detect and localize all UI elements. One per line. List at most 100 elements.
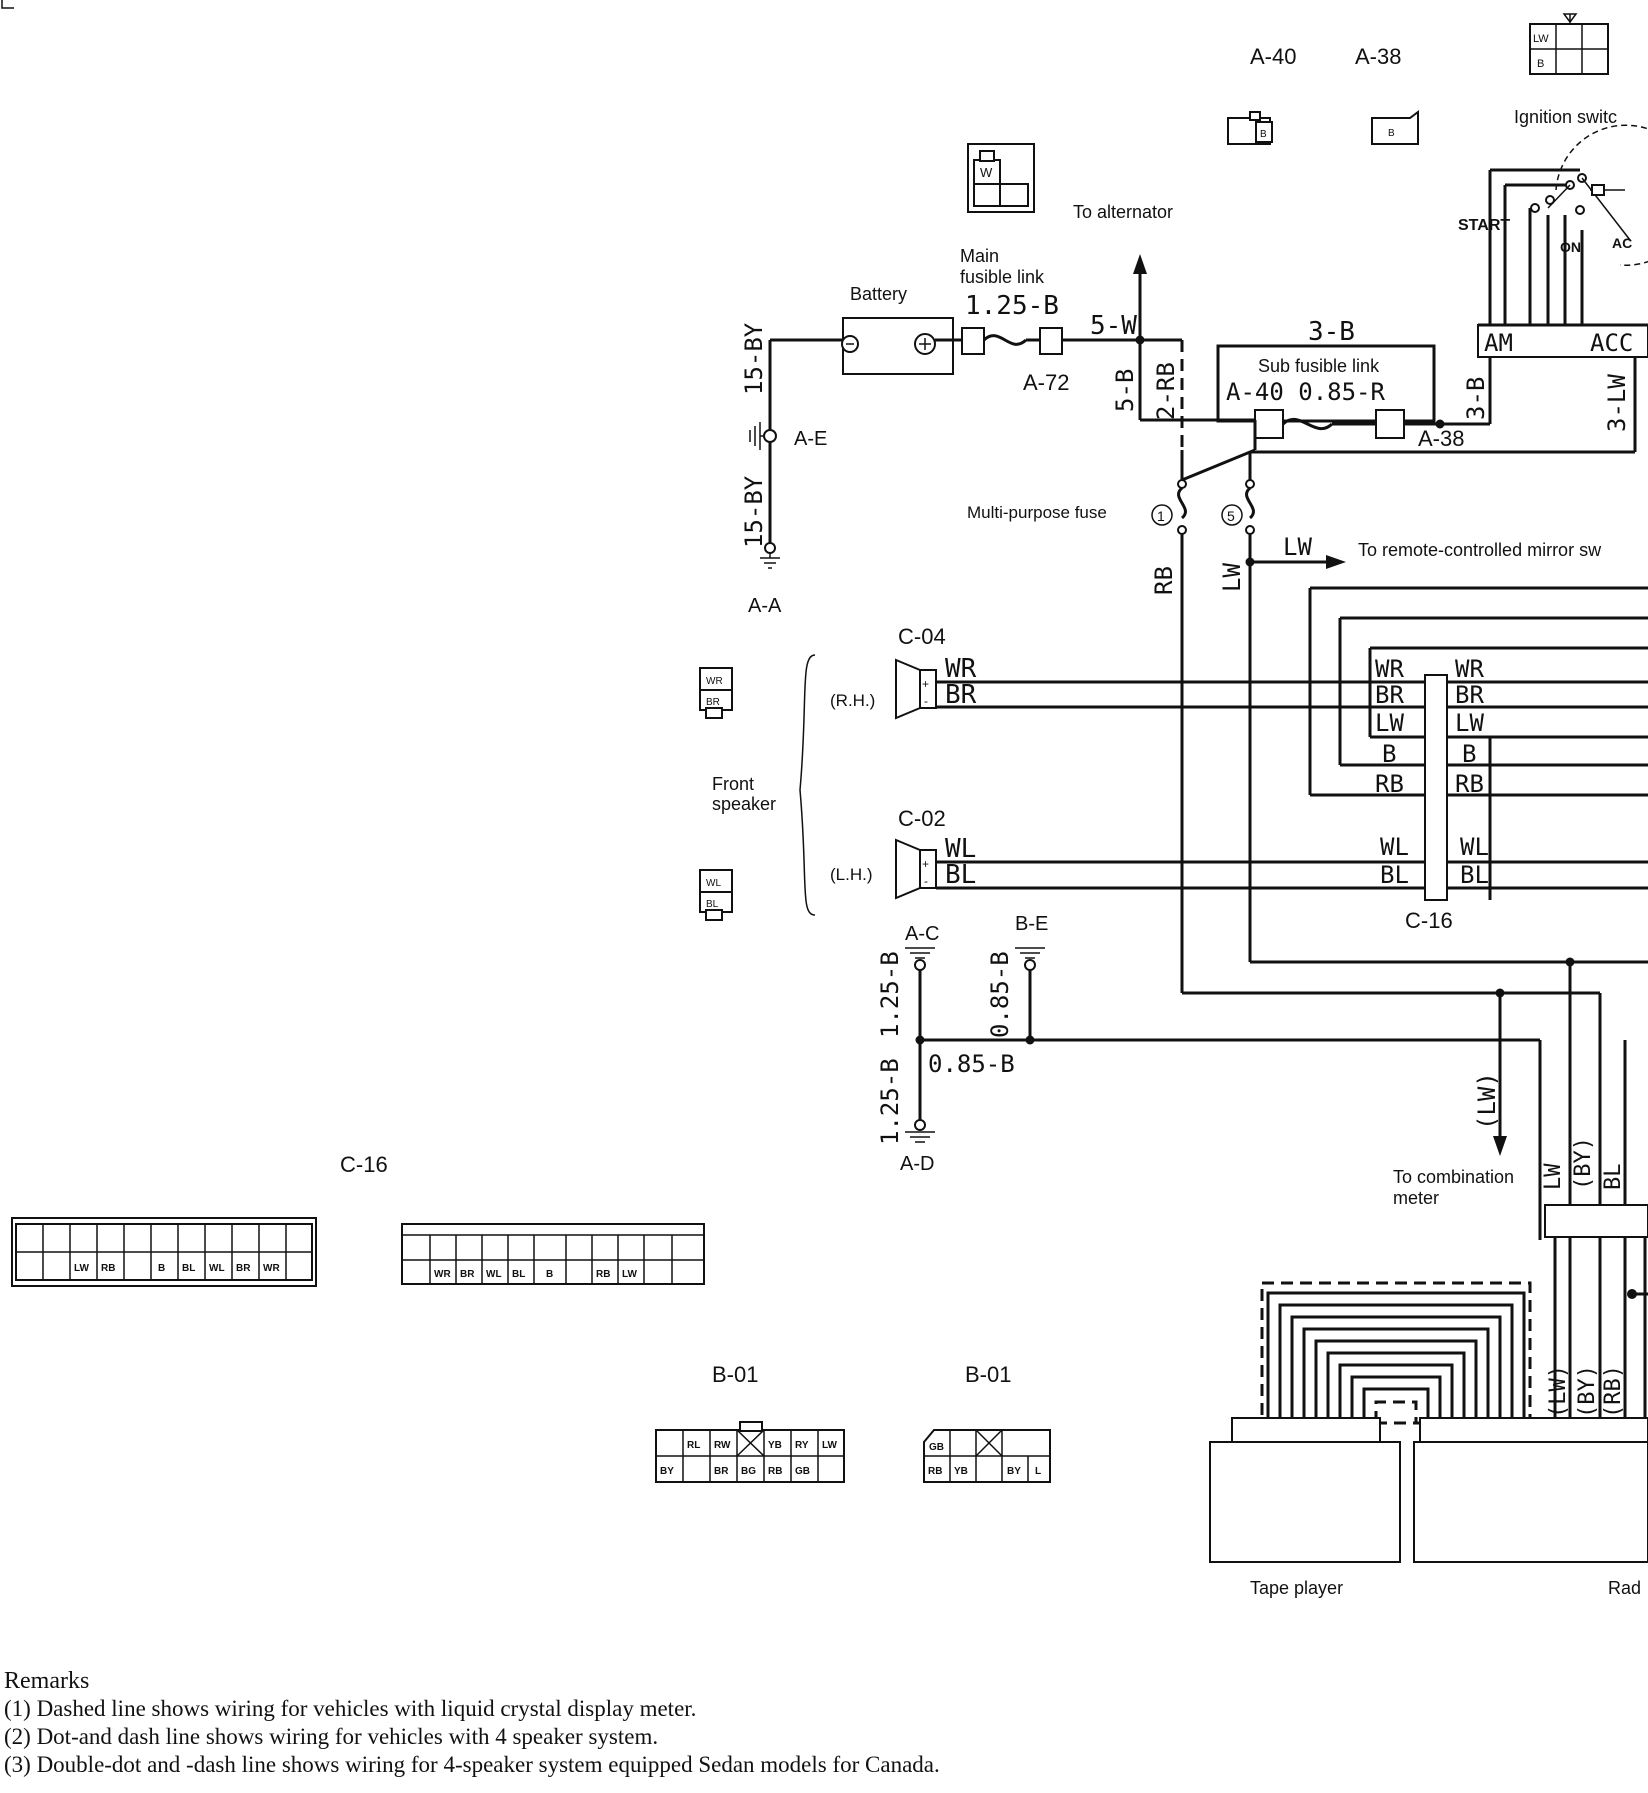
c16-wl-left-label: WL [1380,833,1409,861]
svg-text:RB: RB [596,1269,610,1280]
speaker-lh-connector-icon: WL BL [699,869,733,921]
c16-connector-title: C-16 [340,1152,388,1177]
wire-085b-horizontal-label: 0.85-B [928,1050,1015,1078]
svg-text:-: - [924,874,928,888]
svg-text:BG: BG [741,1466,756,1477]
svg-text:BY: BY [660,1466,674,1477]
main-fusible-link-right [1039,327,1063,355]
wire-3lw-label: 3-LW [1603,374,1631,432]
c16-junction-block [1424,674,1448,901]
radio-wire-by: (BY) [1575,1365,1600,1418]
main-fusible-link-label-1: Main [960,246,999,266]
fuse-1-badge [1151,504,1173,526]
wire-085b-vertical-label: 0.85-B [986,951,1014,1038]
svg-text:BR: BR [714,1466,729,1477]
svg-text:W: W [980,165,993,180]
connector-a38-icon: B [1371,110,1419,145]
svg-text:WL: WL [706,878,721,889]
wire-lw-label: LW [1218,563,1246,592]
wire-125b-top-label: 1.25-B [876,951,904,1038]
svg-text:+: + [922,857,929,871]
c16-bl-right-label: BL [1460,861,1489,889]
radio-wire-rb: (RB) [1601,1365,1626,1418]
svg-text:LW: LW [622,1269,638,1280]
speaker-c02-label: C-02 [898,806,946,831]
ignition-connector-icon: LW B [1529,13,1609,75]
c16-right-pin-0: WR [1455,655,1484,683]
svg-text:WR: WR [706,676,723,687]
ignition-am-label: AM [1484,329,1513,357]
speaker-br-label: BR [945,680,977,710]
ground-be-symbol-icon [1015,947,1045,959]
radio-wire-lw: (LW) [1546,1365,1571,1418]
wire-2rb-label: 2-RB [1152,362,1180,420]
combination-lw-label: (LW) [1473,1072,1501,1130]
ground-ac-label: A-C [905,923,939,945]
svg-text:BY: BY [1007,1466,1021,1477]
ground-aa-label: A-A [748,595,782,617]
svg-text:WL: WL [486,1269,502,1280]
speaker-rh-label: (R.H.) [830,691,875,710]
remark-item-1: (1) Dashed line shows wiring for vehicle… [4,1696,696,1721]
combination-bottom-by: (BY) [1571,1137,1596,1190]
c16-right-pin-4: RB [1455,770,1484,798]
sub-fusible-link-label: Sub fusible link [1258,356,1380,376]
tape-player-connector [1231,1417,1381,1443]
svg-text:RB: RB [768,1466,782,1477]
svg-text:B: B [546,1269,553,1280]
wire-rb-label: RB [1150,566,1178,595]
sub-fusible-link-box [1216,344,1436,423]
svg-text:B: B [158,1263,165,1274]
b01-right-title: B-01 [965,1362,1011,1387]
tape-player-wiring-bundle [1260,1281,1532,1425]
svg-text:B: B [1388,128,1395,139]
c16-bl-left-label: BL [1380,861,1409,889]
connector-w-icon: W [967,143,1035,213]
svg-text:RB: RB [101,1263,115,1274]
svg-text:BL: BL [182,1263,195,1274]
speaker-rh-symbol-icon: + - [895,658,937,720]
fuse-5-badge [1221,504,1243,526]
connector-ref-a40: A-40 [1250,44,1296,69]
svg-text:B: B [1537,58,1544,70]
ignition-switch-title: Ignition switc [1514,107,1617,127]
ground-ae-label: A-E [794,428,827,450]
c16-junction-label: C-16 [1405,908,1453,933]
wire-lw-arrow-label: LW [1283,533,1312,561]
a38-wire-label: A-38 [1418,426,1464,451]
wire-15by-top-label: 15-BY [740,322,768,395]
svg-text:L: L [1035,1466,1041,1477]
ignition-acc-label: ACC [1590,329,1633,357]
to-alternator-label: To alternator [1073,202,1173,222]
ground-ae-symbol-icon [749,422,764,450]
speaker-c04-label: C-04 [898,624,946,649]
to-mirror-label: To remote-controlled mirror sw [1358,540,1602,560]
ignition-switch [1488,124,1648,325]
front-speaker-label-2: speaker [712,794,776,814]
main-wire-label: 1.25-B [965,291,1059,321]
svg-text:RY: RY [795,1440,809,1451]
svg-text:GB: GB [795,1466,810,1477]
c16-left-pin-1: BR [1375,681,1404,709]
tape-player-label: Tape player [1250,1578,1343,1598]
wire-3b-side-label: 3-B [1462,377,1490,420]
ignition-on-label: ON [1560,239,1581,255]
svg-text:-: - [924,694,928,708]
ground-ad-label: A-D [900,1153,934,1175]
combination-bottom-bl: BL [1601,1164,1626,1191]
c16-left-pin-2: LW [1375,709,1404,737]
fuse-5-number: 5 [1227,508,1235,524]
c16-connector-right: WR BR WL BL B RB LW [401,1223,705,1285]
battery-label: Battery [850,284,907,304]
ignition-start-label: START [1458,217,1510,234]
svg-text:BR: BR [236,1263,251,1274]
svg-text:YB: YB [768,1440,782,1451]
connector-ref-a38: A-38 [1355,44,1401,69]
fuse-5-symbol [1245,486,1255,520]
c16-left-pin-3: B [1382,740,1396,768]
main-fusible-link-left [961,327,985,355]
svg-text:RL: RL [687,1440,700,1451]
to-meter-label-2: meter [1393,1188,1439,1208]
svg-text:BL: BL [512,1269,525,1280]
